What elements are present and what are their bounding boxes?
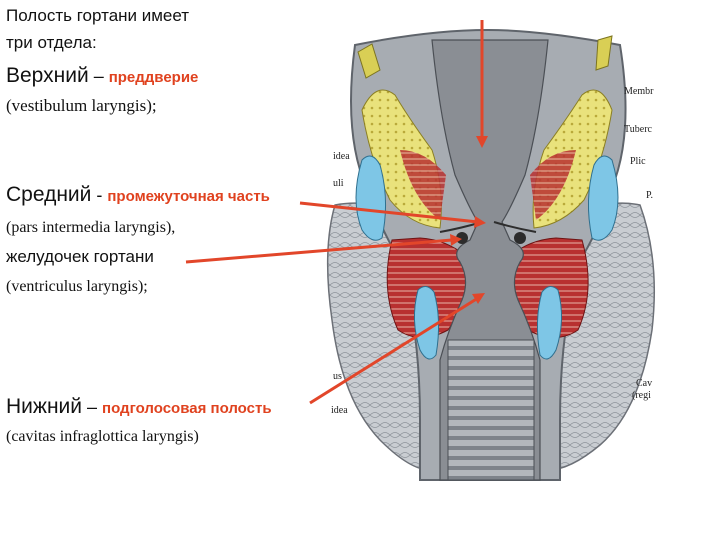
ventricle-label: желудочек гортани	[6, 247, 154, 266]
lower-dash: –	[82, 397, 103, 417]
figure-label-cav: Cav	[636, 378, 653, 389]
middle-section-heading: Средний - промежуточная часть	[6, 183, 270, 207]
middle-term: промежуточная часть	[107, 188, 270, 205]
ventricle-right	[514, 232, 526, 244]
figure-label-tuberc: Tuberc	[624, 124, 652, 135]
lower-section-heading: Нижний – подголосовая полость	[6, 395, 272, 419]
figure-label-uli: uli	[333, 178, 344, 189]
muscle-upper-right	[530, 150, 576, 220]
figure-label-membr: Membr	[624, 86, 654, 97]
arrow-upper	[476, 20, 488, 148]
muscle-upper-left	[400, 150, 446, 220]
lower-term: подголосовая полость	[102, 400, 272, 417]
arrow-lower	[309, 293, 485, 405]
upper-section-heading: Верхний – преддверие	[6, 64, 198, 88]
upper-latin: (vestibulum laryngis);	[6, 96, 157, 115]
upper-name: Верхний	[6, 64, 89, 87]
upper-term: преддверие	[108, 69, 199, 86]
lower-name: Нижний	[6, 395, 83, 418]
upper-dash: –	[88, 66, 109, 86]
blue-cartilage-left-lower	[414, 286, 440, 360]
arrow-middle	[299, 201, 486, 228]
ventricle-latin: (ventriculus laryngis);	[6, 278, 148, 295]
lower-latin: (cavitas infraglottica laryngis)	[6, 428, 199, 445]
middle-latin: (pars intermedia laryngis),	[6, 219, 176, 236]
intro-line-1: Полость гортани имеет	[6, 6, 190, 25]
blue-cartilage-right-lower	[536, 286, 562, 360]
vocal-fold-right	[493, 221, 537, 233]
epiglottis-right-tip	[595, 35, 613, 71]
figure-label-idea-bottom: idea	[331, 405, 348, 416]
blue-cartilage-right-upper	[587, 155, 619, 241]
figure-label-us: us	[333, 371, 342, 382]
middle-name: Средний	[6, 183, 92, 206]
middle-dash: -	[91, 185, 108, 205]
figure-label-p: P.	[646, 190, 653, 201]
ventricle-left	[456, 232, 468, 244]
figure-label-regi: (regi	[632, 390, 651, 401]
arrow-ventricle	[185, 234, 462, 264]
figure-label-idea-top: idea	[333, 151, 350, 162]
trachea	[447, 339, 535, 481]
epiglottis-left-tip	[357, 43, 381, 79]
figure-label-plic: Plic	[630, 156, 646, 167]
intro-line-2: три отдела:	[6, 33, 97, 52]
